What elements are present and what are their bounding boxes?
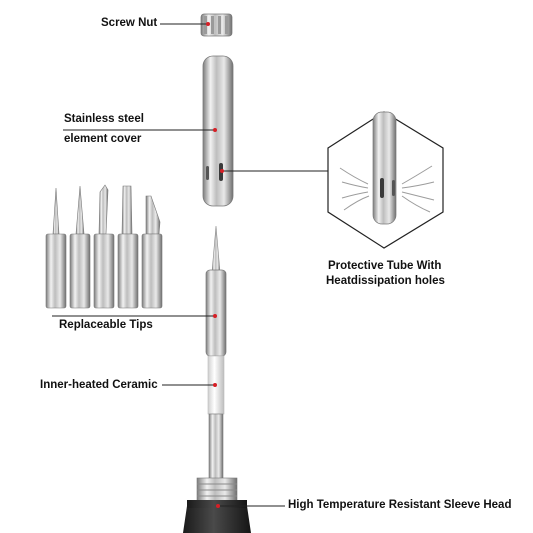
protective-tube-label-line2: Heatdissipation holes <box>326 275 445 287</box>
leader-lines <box>52 23 328 507</box>
screw-nut-label: Screw Nut <box>101 17 158 29</box>
element-cover-tube <box>202 55 234 207</box>
inner-ceramic-label: Inner-heated Ceramic <box>40 379 158 391</box>
tip-conical-2 <box>69 185 91 309</box>
protective-tube-detail <box>327 111 444 249</box>
heat-flow-lines <box>339 165 435 213</box>
tip-bevel <box>141 195 163 309</box>
tip-conical-1 <box>45 187 67 309</box>
tip-bent <box>93 184 115 309</box>
sleeve-head-label: High Temperature Resistant Sleeve Head <box>288 499 512 511</box>
stainless-cover-label-line2: element cover <box>64 133 142 145</box>
protective-tube-label-line1: Protective Tube With <box>328 260 442 272</box>
sleeve-head-handle <box>183 477 251 533</box>
stainless-cover-label-line1: Stainless steel <box>64 113 144 125</box>
assembled-element <box>205 225 227 481</box>
replaceable-tips-label: Replaceable Tips <box>59 319 153 331</box>
tip-chisel <box>117 185 139 309</box>
replaceable-tips-group <box>45 184 163 309</box>
callout-markers <box>206 22 224 508</box>
screw-nut-part <box>200 13 233 37</box>
